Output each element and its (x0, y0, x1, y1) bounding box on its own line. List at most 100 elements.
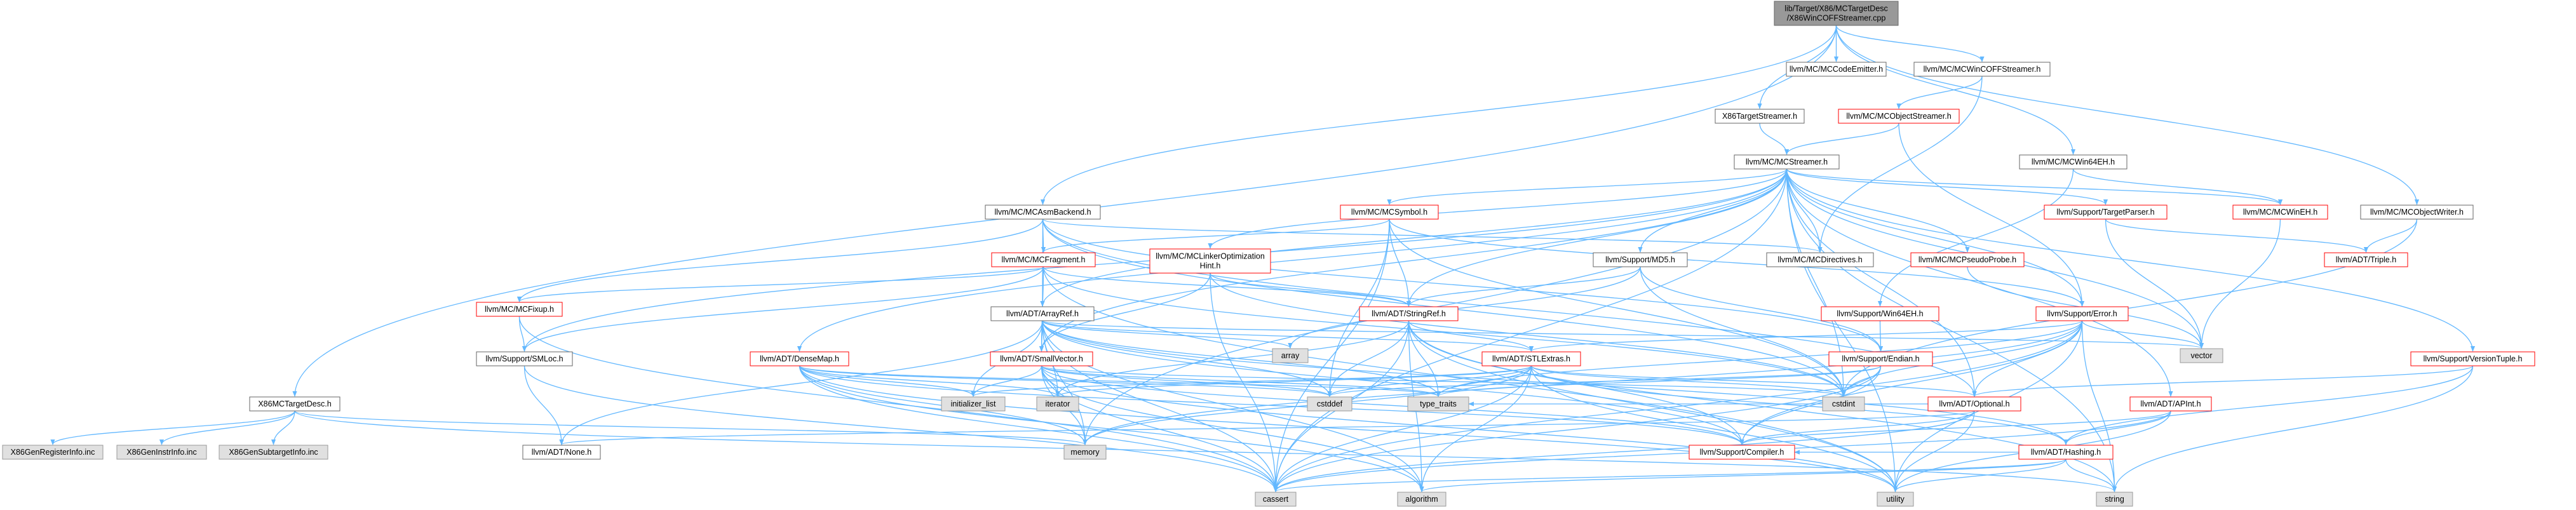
node-box (2, 445, 104, 460)
node-label: llvm/MC/MCWinCOFFStreamer.h (1924, 65, 2041, 74)
edge-stlextras-to-type_traits (1436, 365, 1532, 397)
node-compiler[interactable]: llvm/Support/Compiler.h (1689, 445, 1795, 460)
node-label: cstdint (1832, 399, 1856, 408)
node-box (1766, 252, 1874, 267)
node-stringref[interactable]: llvm/ADT/StringRef.h (1359, 306, 1459, 321)
node-box (116, 445, 207, 460)
node-label: string (2105, 495, 2124, 504)
node-md5[interactable]: llvm/Support/MD5.h (1593, 252, 1688, 267)
edge-stringref-to-type_traits (1408, 320, 1441, 397)
node-mcsymbol[interactable]: llvm/MC/MCSymbol.h (1340, 205, 1439, 220)
node-mcstreamer[interactable]: llvm/MC/MCStreamer.h (1734, 154, 1840, 170)
node-label: algorithm (1405, 495, 1438, 504)
node-targetparser[interactable]: llvm/Support/TargetParser.h (2044, 205, 2168, 220)
edge-apint-to-compiler (1739, 410, 2171, 445)
node-label: llvm/ADT/Triple.h (2336, 255, 2396, 264)
edge-arrayref-to-stlextras (1042, 320, 1534, 352)
node-mcobjectwriter[interactable]: llvm/MC/MCObjectWriter.h (2360, 205, 2474, 220)
node-label: llvm/MC/MCSymbol.h (1351, 208, 1427, 217)
edge-mcasmbackend-to-mcfixup (516, 218, 1044, 302)
node-mcdirectives[interactable]: llvm/MC/MCDirectives.h (1766, 252, 1874, 267)
node-box (2019, 154, 2128, 170)
edge-densemap-to-compiler (799, 365, 1744, 445)
node-box (1774, 1, 1899, 26)
node-label: llvm/MC/MCFragment.h (1002, 255, 1086, 264)
node-box (2410, 351, 2535, 366)
edge-stringref-to-cstddef (1327, 320, 1410, 397)
node-arrayref[interactable]: llvm/ADT/ArrayRef.h (990, 306, 1095, 321)
node-mcfragment[interactable]: llvm/MC/MCFragment.h (991, 252, 1096, 267)
edge-mcsymbol-to-error (1389, 218, 2085, 307)
node-box (476, 351, 573, 366)
edge-hashing-to-string (2065, 459, 2117, 492)
edge-arrayref-to-none (559, 320, 1043, 445)
node-utility: utility (1877, 492, 1914, 507)
node-label: llvm/ADT/Optional.h (1939, 399, 2009, 408)
edge-mclinkeropt-to-stringref (1210, 272, 1412, 307)
node-label: llvm/ADT/APInt.h (2140, 399, 2201, 408)
node-box (1734, 154, 1840, 170)
node-label: llvm/Support/Error.h (2047, 309, 2117, 318)
node-box (219, 445, 328, 460)
node-label: type_traits (1420, 399, 1457, 408)
edge-mclinkeropt-to-smallvector (1039, 272, 1211, 352)
edge-endian-to-type_traits (1436, 365, 1882, 397)
edge-mcstreamer-to-densemap (797, 168, 1788, 352)
edge-densemap-to-cassert (799, 365, 1278, 492)
node-none[interactable]: llvm/ADT/None.h (522, 445, 601, 460)
node-mcobjectstreamer[interactable]: llvm/MC/MCObjectStreamer.h (1838, 109, 1960, 124)
node-label: llvm/Support/MD5.h (1605, 255, 1675, 264)
node-x86mctargetdesc[interactable]: X86MCTargetDesc.h (249, 396, 341, 412)
node-hashing[interactable]: llvm/ADT/Hashing.h (2018, 445, 2114, 460)
node-root[interactable]: lib/Target/X86/MCTargetDesc/X86WinCOFFSt… (1774, 1, 1899, 26)
edge-mcsymbol-to-cassert (1273, 218, 1390, 492)
node-box (249, 396, 341, 412)
node-mcwineh[interactable]: llvm/MC/MCWinEH.h (2232, 205, 2328, 220)
edge-mcwincoffstreamer-to-mcobjectstreamer (1896, 76, 1983, 109)
edge-mcstreamer-to-cassert (1273, 168, 1788, 492)
node-triple[interactable]: llvm/ADT/Triple.h (2324, 252, 2408, 267)
edge-mcobjectstreamer-to-mcstreamer (1784, 123, 1899, 155)
edge-optional-to-cassert (1273, 410, 1975, 492)
edge-mcstreamer-to-mclinkeropt (1208, 168, 1788, 249)
node-mcpseudoprobe[interactable]: llvm/MC/MCPseudoProbe.h (1910, 252, 2025, 267)
edge-root-to-mcasmbackend (1040, 25, 1837, 205)
node-x86geninstrinfo: X86GenInstrInfo.inc (116, 445, 207, 460)
edge-mclinkeropt-to-cassert (1210, 272, 1278, 492)
node-box (1822, 396, 1865, 412)
edge-error-to-cassert (1273, 320, 2083, 492)
node-x86targetstreamer[interactable]: X86TargetStreamer.h (1715, 109, 1805, 124)
node-apint[interactable]: llvm/ADT/APInt.h (2129, 396, 2212, 412)
node-label: X86GenRegisterInfo.inc (11, 448, 95, 457)
node-mcwin64eh[interactable]: llvm/MC/MCWin64EH.h (2019, 154, 2128, 170)
node-versiontuple[interactable]: llvm/Support/VersionTuple.h (2410, 351, 2535, 366)
node-label: llvm/ADT/STLExtras.h (1492, 354, 1570, 363)
node-label: llvm/MC/MCPseudoProbe.h (1919, 255, 2016, 264)
node-box (1272, 348, 1309, 363)
node-mccodeemitter[interactable]: llvm/MC/MCCodeEmitter.h (1786, 62, 1887, 77)
node-label: initializer_list (951, 399, 996, 408)
node-mcasmbackend[interactable]: llvm/MC/MCAsmBackend.h (985, 205, 1101, 220)
edge-apint-to-hashing (2063, 410, 2171, 445)
node-box (2324, 252, 2408, 267)
node-box (750, 351, 849, 366)
node-label: llvm/MC/MCWin64EH.h (2032, 158, 2115, 166)
node-error[interactable]: llvm/Support/Error.h (2035, 306, 2129, 321)
node-densemap[interactable]: llvm/ADT/DenseMap.h (750, 351, 849, 366)
node-box (1407, 396, 1469, 412)
edge-error-to-vector (2081, 320, 2204, 349)
node-stlextras[interactable]: llvm/ADT/STLExtras.h (1481, 351, 1581, 366)
node-label: llvm/ADT/StringRef.h (1372, 309, 1446, 318)
node-smloc[interactable]: llvm/Support/SMLoc.h (476, 351, 573, 366)
node-mcwincoffstreamer[interactable]: llvm/MC/MCWinCOFFStreamer.h (1913, 62, 2051, 77)
node-smallvector[interactable]: llvm/ADT/SmallVector.h (990, 351, 1093, 366)
node-label: iterator (1046, 399, 1070, 408)
node-win64eh[interactable]: llvm/Support/Win64EH.h (1821, 306, 1939, 321)
edge-error-to-optional (1972, 320, 2083, 397)
node-box (1715, 109, 1805, 124)
node-mcfixup[interactable]: llvm/MC/MCFixup.h (476, 302, 563, 317)
node-optional[interactable]: llvm/ADT/Optional.h (1927, 396, 2021, 412)
node-box (476, 302, 563, 317)
node-endian[interactable]: llvm/Support/Endian.h (1828, 351, 1933, 366)
